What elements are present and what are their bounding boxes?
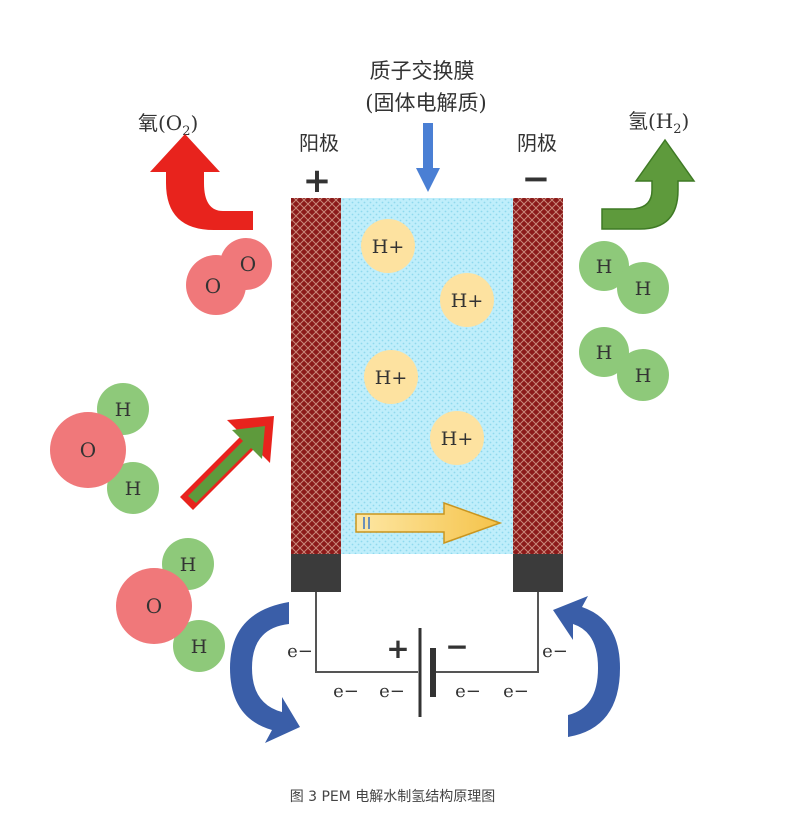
svg-text:H: H <box>180 554 197 576</box>
oxygen-label: 氧(O2) <box>138 111 198 139</box>
membrane-label-line2: (固体电解质) <box>365 91 486 115</box>
anode-sign: + <box>303 161 332 201</box>
h2-molecule-top: H H <box>579 241 669 314</box>
svg-text:H: H <box>635 278 652 300</box>
electron-label: e− <box>287 641 313 662</box>
cathode-sign: − <box>522 159 551 199</box>
svg-text:H: H <box>596 256 613 278</box>
proton-4: H+ <box>430 411 484 465</box>
cathode-electrode <box>513 198 563 554</box>
svg-text:H+: H+ <box>441 428 474 450</box>
svg-text:H: H <box>635 365 652 387</box>
proton-3: H+ <box>364 350 418 404</box>
battery-minus: − <box>445 630 468 663</box>
cathode-terminal <box>513 554 563 592</box>
proton-2: H+ <box>440 273 494 327</box>
anode-terminal <box>291 554 341 592</box>
water-molecule-lower: H O H <box>116 538 225 672</box>
battery <box>418 628 436 717</box>
hydrogen-out-arrow <box>601 138 696 230</box>
svg-text:H+: H+ <box>451 290 484 312</box>
proton-1: H+ <box>361 219 415 273</box>
proton-flow-arrow <box>355 501 503 545</box>
electron-label: e− <box>333 681 359 702</box>
o2-molecule: O O <box>186 238 272 315</box>
svg-text:H+: H+ <box>375 367 408 389</box>
water-in-arrow <box>180 416 274 510</box>
electron-label: e− <box>455 681 481 702</box>
cathode-label: 阴极 <box>517 131 557 155</box>
pem-diagram: 质子交换膜 (固体电解质) 阳极 阴极 + − 氧(O2) 氢(H2) H+ H… <box>50 59 696 743</box>
svg-text:H: H <box>596 342 613 364</box>
svg-text:O: O <box>146 594 162 618</box>
membrane-label-line1: 质子交换膜 <box>370 59 475 83</box>
electron-flow-arrow-right <box>553 596 620 737</box>
svg-text:H: H <box>191 636 208 658</box>
membrane-pointer-arrow <box>416 123 440 192</box>
svg-text:H: H <box>125 478 142 500</box>
anode-electrode <box>291 198 341 554</box>
svg-text:O: O <box>240 252 256 276</box>
anode-label: 阳极 <box>299 131 339 155</box>
water-molecule-upper: H O H <box>50 383 159 514</box>
oxygen-out-arrow <box>150 134 253 230</box>
svg-text:H+: H+ <box>372 236 405 258</box>
h2-molecule-bottom: H H <box>579 327 669 401</box>
svg-text:H: H <box>115 399 132 421</box>
svg-text:O: O <box>80 438 96 462</box>
figure-caption: 图 3 PEM 电解水制氢结构原理图 <box>289 789 496 805</box>
electron-label: e− <box>503 681 529 702</box>
electron-label: e− <box>379 681 405 702</box>
circuit-wires <box>315 592 539 673</box>
svg-text:O: O <box>205 274 221 298</box>
battery-plus: + <box>386 632 409 665</box>
electron-label: e− <box>542 641 568 662</box>
hydrogen-label: 氢(H2) <box>628 109 689 137</box>
electron-flow-arrow-left <box>230 602 300 743</box>
